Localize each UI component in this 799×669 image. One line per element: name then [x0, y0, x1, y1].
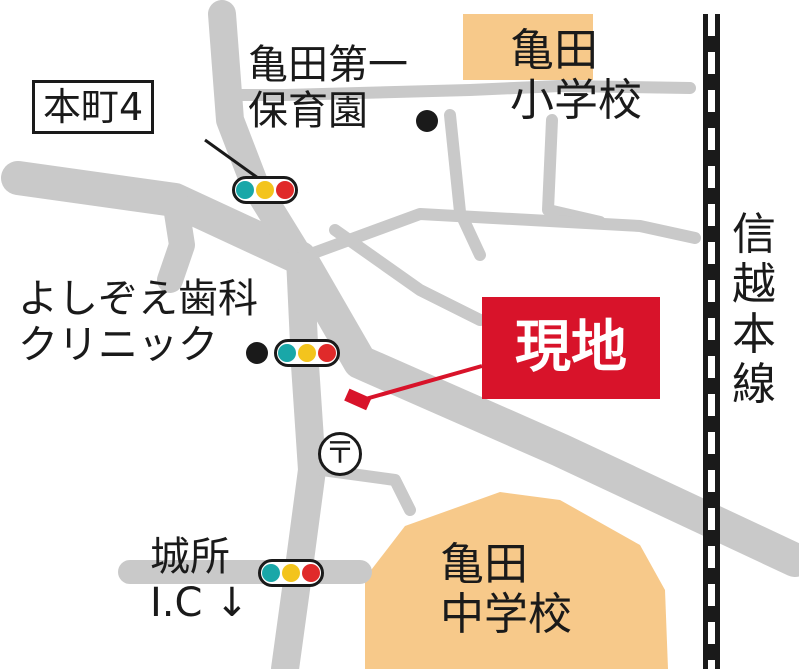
clinic-traffic-signal-icon [274, 339, 340, 367]
honcho-traffic-signal-icon [232, 176, 298, 204]
signal-red-lamp [276, 181, 294, 199]
road-west-branch [157, 187, 195, 293]
genchi-leader [361, 364, 483, 402]
road-alley-4 [329, 224, 486, 326]
signal-yellow-lamp [298, 344, 316, 362]
railway-line [703, 14, 720, 669]
hoikuen-dot-icon [416, 110, 438, 132]
signal-green-lamp [278, 344, 296, 362]
road-alley-1 [444, 109, 486, 261]
shogakko-area [463, 14, 593, 80]
road-north-south [208, 0, 326, 669]
kameda-shogakko-label: 亀田 小学校 [510, 25, 642, 126]
yoshizoe-clinic-label: よしぞえ歯科 クリニック [18, 276, 258, 368]
road-main-diagonal [1, 161, 799, 577]
signal-red-lamp [302, 564, 320, 582]
genchi-marker [344, 388, 372, 411]
honcho-leader [204, 138, 259, 180]
post-office-icon: 〒 [318, 432, 362, 476]
honcho4-label: 本町4 [32, 80, 155, 134]
road-alley-2 [542, 114, 606, 228]
shinetsu-line-label: 信越本線 [732, 209, 776, 410]
signal-red-lamp [318, 344, 336, 362]
road-alley-3 [294, 208, 701, 264]
genchi-label: 現地 [482, 297, 660, 399]
ic-traffic-signal-icon [258, 559, 324, 587]
road-alley-5 [316, 464, 416, 516]
signal-green-lamp [262, 564, 280, 582]
signal-yellow-lamp [256, 181, 274, 199]
signal-yellow-lamp [282, 564, 300, 582]
chugakko-area [365, 492, 668, 669]
kameda-chugakko-label: 亀田 中学校 [440, 539, 572, 640]
clinic-dot-icon [246, 342, 268, 364]
kameda-hoikuen-label: 亀田第一 保育園 [248, 42, 408, 134]
joshou-ic-label: 城所 I.C ↓ [150, 534, 249, 626]
road-north-street [234, 80, 696, 101]
signal-green-lamp [236, 181, 254, 199]
